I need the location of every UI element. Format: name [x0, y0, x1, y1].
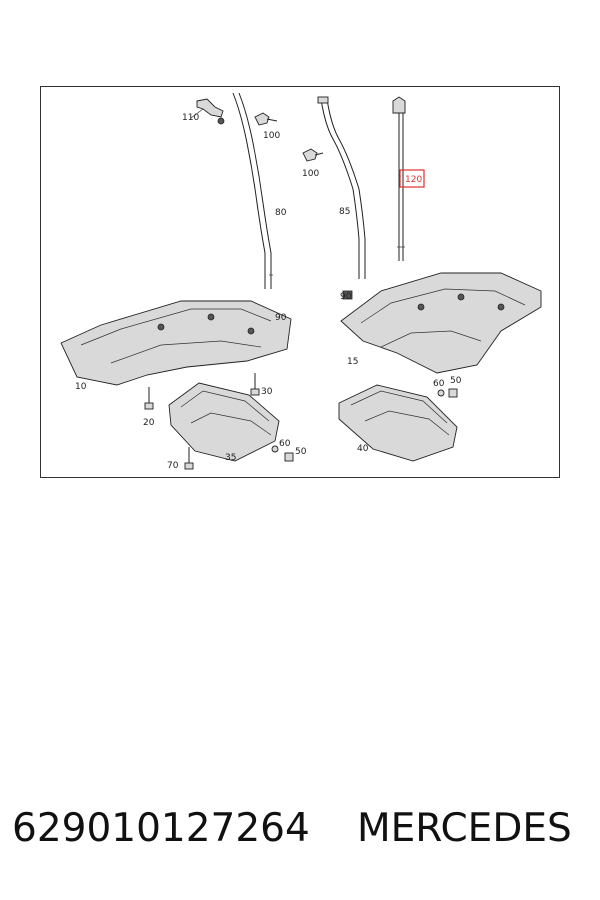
part-90-plug-right — [342, 290, 353, 300]
callout-15: 15 — [347, 357, 358, 367]
callout-10: 10 — [75, 382, 87, 392]
part-30-bolt — [250, 373, 260, 396]
product-footer: 629010127264 MERCEDES — [0, 806, 600, 866]
callout-30: 30 — [261, 387, 273, 397]
callout-110: 110 — [182, 113, 199, 123]
callout-60-right: 60 — [433, 379, 445, 389]
part-70-bolt — [184, 447, 194, 470]
part-80-tube — [232, 92, 273, 322]
callout-40: 40 — [357, 444, 369, 454]
part-85-tube — [317, 96, 366, 279]
callout-60-left: 60 — [279, 439, 291, 449]
callout-90-left: 90 — [275, 313, 287, 323]
callout-100-right: 100 — [302, 169, 319, 179]
part-40-oil-pan-lower — [338, 384, 458, 462]
callout-35: 35 — [225, 453, 236, 463]
callout-20: 20 — [143, 418, 155, 428]
callout-50-right: 50 — [450, 376, 462, 386]
callout-70: 70 — [167, 461, 179, 471]
callout-90-right: 90 — [340, 292, 352, 302]
part-number: 629010127264 — [12, 806, 310, 851]
callout-50-left: 50 — [295, 447, 307, 457]
part-35-oil-pan-lower — [168, 382, 280, 462]
part-20-bolt — [144, 387, 154, 410]
highlight-box-120 — [399, 169, 425, 188]
callout-120: 120 — [405, 175, 422, 185]
part-60-50-drain-left — [271, 445, 294, 462]
callout-100-left: 100 — [263, 131, 280, 141]
callout-85: 85 — [339, 207, 350, 217]
parts-diagram: 110 100 100 80 85 120 90 90 15 10 20 30 … — [40, 86, 560, 478]
brand-name: MERCEDES — [357, 806, 572, 851]
callout-80: 80 — [275, 208, 287, 218]
part-120-dipstick — [392, 96, 406, 261]
part-100-bolt-left — [254, 112, 278, 126]
part-10-oil-pan-upper — [60, 300, 292, 386]
part-15-oil-pan-upper — [340, 272, 542, 374]
part-110-bracket — [190, 98, 225, 125]
part-60-50-drain-right — [437, 388, 458, 398]
parts-diagram-svg: 110 100 100 80 85 120 90 90 15 10 20 30 … — [60, 92, 542, 471]
part-100-bolt-right — [302, 148, 324, 162]
